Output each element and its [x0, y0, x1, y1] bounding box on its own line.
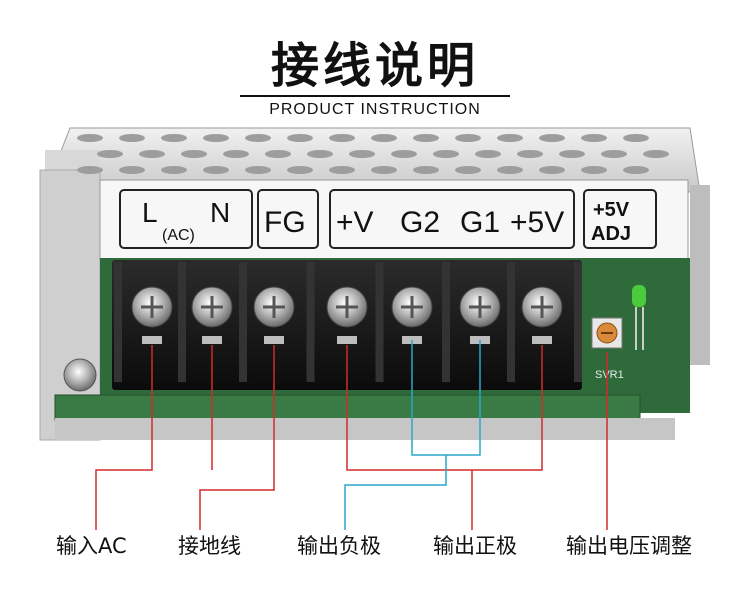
vent-hole [161, 134, 187, 142]
vent-hole [97, 150, 123, 158]
vent-hole [287, 134, 313, 142]
vent-hole [265, 150, 291, 158]
vent-hole [455, 166, 481, 174]
callout-input-ac: 输入AC [56, 534, 127, 558]
vent-hole [413, 166, 439, 174]
terminal-clamp [202, 336, 222, 344]
vent-hole [245, 166, 271, 174]
vent-hole [581, 166, 607, 174]
vent-hole [497, 134, 523, 142]
board-marking: SVR1 [595, 369, 624, 381]
page-title: 接线说明 [270, 38, 479, 94]
callout-lines [95, 340, 608, 530]
terminal-barrier [178, 262, 186, 382]
vent-hole [223, 150, 249, 158]
vent-hole [475, 150, 501, 158]
label-adj-top: +5V [593, 199, 630, 221]
vent-hole [371, 166, 397, 174]
vent-hole [539, 166, 565, 174]
vent-hole [433, 150, 459, 158]
vent-hole [203, 166, 229, 174]
vent-hole [307, 150, 333, 158]
vent-hole [203, 134, 229, 142]
callout-ground: 接地线 [178, 534, 241, 558]
vent-hole [559, 150, 585, 158]
adjust-potentiometer [591, 317, 623, 349]
label-adj-bottom: ADJ [591, 223, 631, 245]
terminal-clamp [264, 336, 284, 344]
terminal-barrier [239, 262, 247, 382]
vent-hole [119, 134, 145, 142]
vent-hole [287, 166, 313, 174]
vent-hole [643, 150, 669, 158]
green-led [632, 285, 646, 350]
terminal-barrier [306, 262, 315, 382]
vent-hole [161, 166, 187, 174]
terminal-barrier [375, 262, 384, 382]
label-plus-v: +V [336, 206, 374, 239]
terminal-barrier [574, 262, 582, 382]
vent-holes [77, 134, 669, 174]
vent-hole [413, 134, 439, 142]
label-strip [99, 179, 689, 261]
terminal-clamp [337, 336, 357, 344]
vent-hole [601, 150, 627, 158]
terminal-barrier [507, 262, 515, 382]
page-subtitle: PRODUCT INSTRUCTION [269, 101, 481, 118]
vent-hole [455, 134, 481, 142]
vent-hole [539, 134, 565, 142]
vent-hole [391, 150, 417, 158]
terminal-barrier [442, 262, 450, 382]
terminal-block [112, 260, 582, 390]
label-g2: G2 [400, 206, 440, 239]
vent-hole [119, 166, 145, 174]
vent-hole [623, 134, 649, 142]
label-g1: G1 [460, 206, 500, 239]
vent-hole [497, 166, 523, 174]
vent-hole [77, 134, 103, 142]
terminal-clamp [142, 336, 162, 344]
terminal-clamp [532, 336, 552, 344]
callout-voltage-adjust: 输出电压调整 [566, 534, 692, 558]
side-screw [63, 358, 97, 392]
vent-hole [181, 150, 207, 158]
vent-hole [139, 150, 165, 158]
label-boxes [119, 189, 657, 249]
vent-hole [349, 150, 375, 158]
label-n: N [210, 197, 230, 228]
vent-hole [517, 150, 543, 158]
vent-hole [623, 166, 649, 174]
label-plus-5v: +5V [510, 206, 564, 239]
callout-output-positive: 输出正极 [433, 534, 517, 558]
title-underline [240, 95, 510, 97]
vent-hole [581, 134, 607, 142]
vent-hole [329, 166, 355, 174]
vent-hole [245, 134, 271, 142]
vent-hole [371, 134, 397, 142]
callout-output-negative: 输出负极 [297, 534, 381, 558]
label-fg: FG [264, 206, 306, 239]
label-ac: (AC) [162, 227, 195, 244]
terminal-barrier [114, 262, 122, 382]
label-l: L [142, 197, 158, 228]
vent-hole [77, 166, 103, 174]
vent-hole [329, 134, 355, 142]
